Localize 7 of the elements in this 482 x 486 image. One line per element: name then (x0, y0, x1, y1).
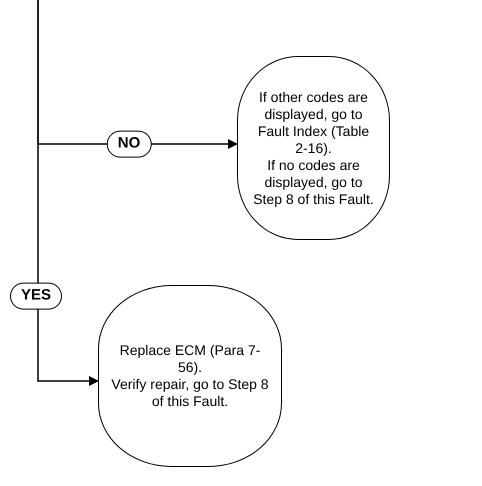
box-text: Replace ECM (Para 7-56). (118, 342, 262, 376)
arrow (37, 0, 99, 386)
edge-label: YES (10, 282, 62, 310)
box-text: If no codes are displayed, go to Step 8 of this Fault. (252, 156, 375, 208)
edge-label: NO (106, 130, 152, 158)
box-text: Verify repair, go to Step 8 of this Fault. (111, 376, 269, 410)
box-text: If other codes are displayed, go to Fault Index (Table 2-16). (256, 88, 370, 156)
